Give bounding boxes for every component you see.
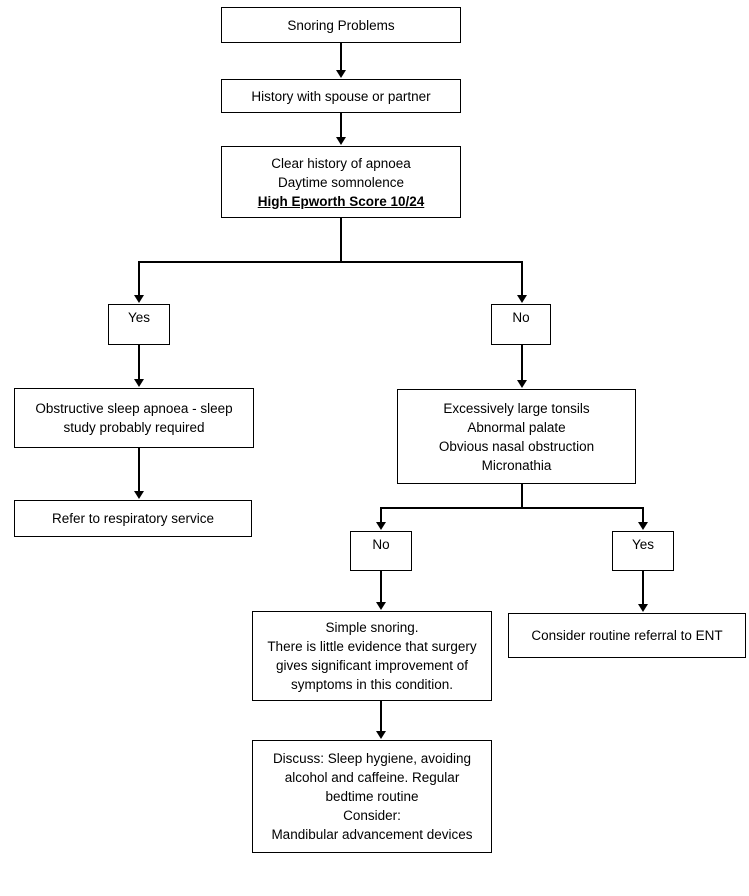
node-line-emphasis: High Epworth Score 10/24 bbox=[257, 193, 425, 209]
node-clear-history-apnoea[interactable]: Clear history of apnoea Daytime somnolen… bbox=[221, 146, 461, 218]
arrowhead-osa-to-refer bbox=[134, 491, 144, 499]
node-decision-no-1[interactable]: No bbox=[491, 304, 551, 345]
connector-clearhistory-stem bbox=[340, 218, 342, 262]
arrowhead-yes1-to-osa bbox=[134, 379, 144, 387]
connector-bus-to-yes1 bbox=[138, 261, 140, 296]
node-line: Yes bbox=[127, 310, 151, 325]
connector-bus-to-no1 bbox=[521, 261, 523, 296]
node-refer-respiratory-text: Refer to respiratory service bbox=[15, 509, 251, 528]
node-simple-snoring[interactable]: Simple snoring. There is little evidence… bbox=[252, 611, 492, 701]
node-line: Snoring Problems bbox=[287, 17, 395, 33]
node-line: Simple snoring. bbox=[325, 620, 419, 635]
node-decision-no-1-text: No bbox=[492, 308, 550, 327]
node-clear-history-apnoea-text: Clear history of apnoea Daytime somnolen… bbox=[222, 154, 460, 211]
node-line: study probably required bbox=[63, 420, 205, 435]
node-snoring-problems-text: Snoring Problems bbox=[222, 16, 460, 35]
connector-no1-to-findings bbox=[521, 345, 523, 380]
node-obstructive-sleep-apnoea[interactable]: Obstructive sleep apnoea - sleep study p… bbox=[14, 388, 254, 448]
node-line: Obvious nasal obstruction bbox=[438, 438, 595, 454]
connector-yes1-to-osa bbox=[138, 345, 140, 379]
node-refer-ent-text: Consider routine referral to ENT bbox=[509, 626, 745, 645]
connector-yes2-to-ent bbox=[642, 571, 644, 605]
connector-osa-to-refer bbox=[138, 448, 140, 492]
node-decision-no-2-text: No bbox=[351, 535, 411, 554]
connector-snoring-to-history bbox=[340, 43, 342, 71]
node-line: History with spouse or partner bbox=[251, 88, 431, 104]
node-obstructive-sleep-apnoea-text: Obstructive sleep apnoea - sleep study p… bbox=[15, 399, 253, 437]
connector-no2-to-simplesnoring bbox=[380, 571, 382, 603]
arrowhead-snoring-to-history bbox=[336, 70, 346, 78]
arrowhead-bus-to-no1 bbox=[517, 295, 527, 303]
connector-history-to-clearhistory bbox=[340, 113, 342, 138]
node-decision-no-2[interactable]: No bbox=[350, 531, 412, 571]
node-simple-snoring-text: Simple snoring. There is little evidence… bbox=[253, 618, 491, 694]
node-examination-findings[interactable]: Excessively large tonsils Abnormal palat… bbox=[397, 389, 636, 484]
node-decision-yes-2-text: Yes bbox=[613, 535, 673, 554]
node-line: Consider: bbox=[343, 808, 401, 823]
node-line: Daytime somnolence bbox=[277, 174, 405, 190]
arrowhead-history-to-clearhistory bbox=[336, 137, 346, 145]
node-line: There is little evidence that surgery bbox=[267, 639, 477, 654]
node-decision-yes-2[interactable]: Yes bbox=[612, 531, 674, 571]
connector-bus2-to-yes2 bbox=[642, 507, 644, 523]
node-line: Refer to respiratory service bbox=[51, 511, 215, 526]
arrowhead-simplesnoring-to-discuss bbox=[376, 731, 386, 739]
node-line: Mandibular advancement devices bbox=[271, 827, 473, 842]
node-refer-ent[interactable]: Consider routine referral to ENT bbox=[508, 613, 746, 658]
connector-simplesnoring-to-discuss bbox=[380, 701, 382, 732]
arrowhead-bus2-to-no2 bbox=[376, 522, 386, 530]
node-discuss-lifestyle[interactable]: Discuss: Sleep hygiene, avoiding alcohol… bbox=[252, 740, 492, 853]
node-line: Excessively large tonsils bbox=[443, 400, 590, 416]
node-line: bedtime routine bbox=[325, 789, 419, 804]
node-line: Obstructive sleep apnoea - sleep bbox=[35, 401, 233, 416]
node-decision-yes-1-text: Yes bbox=[109, 308, 169, 327]
node-discuss-lifestyle-text: Discuss: Sleep hygiene, avoiding alcohol… bbox=[253, 749, 491, 844]
node-line: Micronathia bbox=[481, 457, 552, 473]
arrowhead-no2-to-simplesnoring bbox=[376, 602, 386, 610]
node-refer-respiratory[interactable]: Refer to respiratory service bbox=[14, 500, 252, 537]
node-line: Abnormal palate bbox=[467, 419, 566, 435]
node-line: No bbox=[372, 537, 390, 552]
node-line: Yes bbox=[631, 537, 655, 552]
arrowhead-bus-to-yes1 bbox=[134, 295, 144, 303]
arrowhead-no1-to-findings bbox=[517, 380, 527, 388]
node-examination-findings-text: Excessively large tonsils Abnormal palat… bbox=[398, 399, 635, 475]
connector-split-bus-1 bbox=[138, 261, 522, 263]
node-snoring-problems[interactable]: Snoring Problems bbox=[221, 7, 461, 43]
node-line: symptoms in this condition. bbox=[290, 677, 454, 692]
node-decision-yes-1[interactable]: Yes bbox=[108, 304, 170, 345]
arrowhead-yes2-to-ent bbox=[638, 604, 648, 612]
node-line: Discuss: Sleep hygiene, avoiding bbox=[272, 751, 472, 766]
node-line: alcohol and caffeine. Regular bbox=[284, 770, 460, 785]
arrowhead-bus2-to-yes2 bbox=[638, 522, 648, 530]
connector-findings-stem bbox=[521, 484, 523, 508]
node-line: No bbox=[512, 310, 530, 325]
node-history-spouse[interactable]: History with spouse or partner bbox=[221, 79, 461, 113]
connector-split-bus-2 bbox=[380, 507, 643, 509]
node-line: gives significant improvement of bbox=[275, 658, 469, 673]
node-line: Consider routine referral to ENT bbox=[531, 628, 723, 643]
connector-bus2-to-no2 bbox=[380, 507, 382, 523]
node-history-spouse-text: History with spouse or partner bbox=[222, 87, 460, 106]
node-line: Clear history of apnoea bbox=[271, 155, 411, 171]
